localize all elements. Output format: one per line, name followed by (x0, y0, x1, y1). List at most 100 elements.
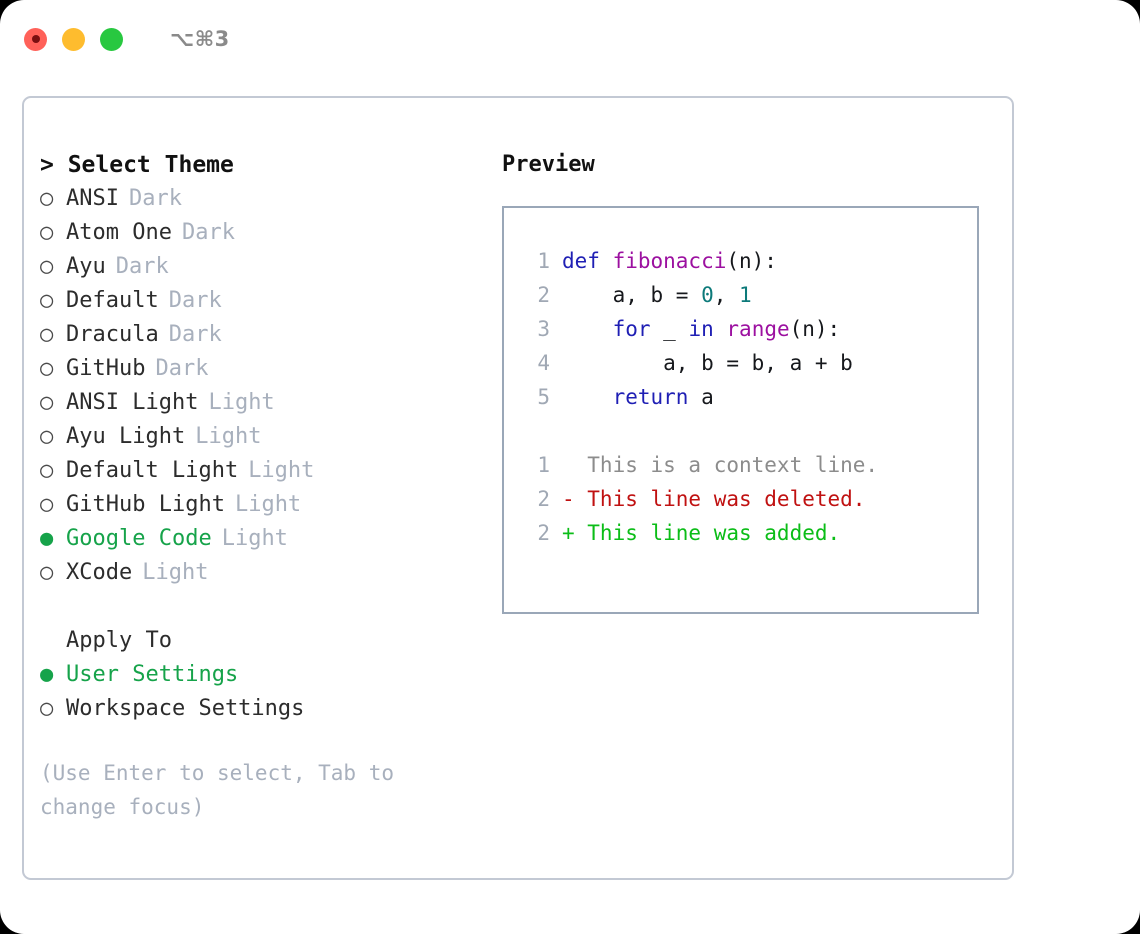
diff-line-number: 1 (537, 453, 550, 477)
code-token: range (726, 317, 790, 341)
code-line-number: 1 (537, 249, 550, 273)
apply-to-option-user-settings[interactable]: ●User Settings (40, 658, 502, 692)
code-line-number: 2 (537, 283, 550, 307)
radio-unselected-icon: ○ (40, 560, 54, 585)
code-line-text: return a (562, 380, 714, 414)
diff-block: 1 This is a context line. 2 - This line wa… (522, 448, 977, 550)
theme-option-tag: Light (248, 458, 315, 483)
code-token: 1 (739, 283, 752, 307)
keyboard-hint: (Use Enter to select, Tab to change focu… (40, 761, 407, 819)
code-line-text: a, b = 0, 1 (562, 278, 752, 312)
theme-option-tag: Dark (155, 356, 209, 381)
code-line-number: 4 (537, 351, 550, 375)
code-line-text: def fibonacci(n): (562, 244, 777, 278)
theme-option-label: Ayu (66, 254, 106, 279)
theme-option-label: GitHub (66, 356, 146, 381)
code-token: def (562, 249, 613, 273)
code-token: , (713, 283, 740, 307)
radio-unselected-icon: ○ (40, 322, 54, 347)
hint-gap (40, 726, 502, 756)
code-line-text: for _ in range(n): (562, 312, 841, 346)
theme-picker-heading: > Select Theme (40, 152, 234, 178)
code-line: 1 def fibonacci(n): (522, 244, 977, 278)
code-token: _ (650, 317, 689, 341)
diff-line-number: 2 (537, 521, 550, 545)
theme-option-tag: Dark (168, 322, 222, 347)
theme-option-ansi[interactable]: ○ ANSI Dark (40, 182, 502, 216)
diff-line: 1 This is a context line. (522, 448, 977, 482)
theme-option-label: ANSI (66, 186, 119, 211)
apply-to-option-label: Workspace Settings (66, 696, 305, 721)
theme-option-tag: Dark (181, 220, 235, 245)
diff-line: 2+ This line was added. (522, 516, 977, 550)
code-token: a, b = b, a + b (562, 351, 853, 375)
theme-option-tag: Dark (128, 186, 182, 211)
code-token: in (688, 317, 714, 341)
code-line-text: a, b = b, a + b (562, 346, 853, 380)
theme-option-xcode[interactable]: ○ XCode Light (40, 556, 502, 590)
code-token: 0 (701, 283, 714, 307)
radio-unselected-icon: ○ (40, 186, 54, 211)
diff-line-text: - This line was deleted. (562, 487, 866, 511)
code-line: 2 a, b = 0, 1 (522, 278, 977, 312)
radio-unselected-icon: ○ (40, 492, 54, 517)
theme-option-label: Dracula (66, 322, 159, 347)
theme-option-tag: Light (208, 390, 275, 415)
theme-option-dracula[interactable]: ○ Dracula Dark (40, 318, 502, 352)
code-diff-gap (522, 414, 977, 448)
code-line-number: 5 (537, 385, 550, 409)
theme-option-label: Atom One (66, 220, 172, 245)
theme-option-tag: Light (142, 560, 209, 585)
theme-option-label: Default (66, 288, 159, 313)
section-gap (40, 590, 502, 624)
code-token: for (612, 317, 651, 341)
radio-selected-icon: ● (40, 526, 54, 551)
apply-to-heading: Apply To (66, 628, 172, 653)
theme-option-label: XCode (66, 560, 133, 585)
code-line: 5 return a (522, 380, 977, 414)
close-button[interactable] (24, 27, 47, 51)
radio-unselected-icon: ○ (40, 288, 54, 313)
minimize-button[interactable] (62, 27, 85, 51)
theme-option-label: Google Code (66, 526, 212, 551)
code-line-number: 3 (537, 317, 550, 341)
traffic-lights (24, 27, 123, 51)
apply-to-option-label: User Settings (66, 662, 239, 687)
theme-option-default[interactable]: ○ Default Dark (40, 284, 502, 318)
code-line: 3 for _ in range(n): (522, 312, 977, 346)
radio-unselected-icon: ○ (40, 424, 54, 449)
radio-unselected-icon: ○ (40, 220, 54, 245)
code-token (714, 317, 727, 341)
preview-title: Preview (502, 152, 595, 177)
code-token: (n): (726, 249, 777, 273)
code-token: (n): (789, 317, 841, 341)
radio-unselected-icon: ○ (40, 254, 54, 279)
theme-option-label: GitHub Light (66, 492, 225, 517)
diff-line-number: 2 (537, 487, 550, 511)
theme-option-label: Default Light (66, 458, 239, 483)
theme-option-tag: Dark (168, 288, 222, 313)
theme-option-atom-one[interactable]: ○ Atom One Dark (40, 216, 502, 250)
apply-to-option-workspace-settings[interactable]: ○ Workspace Settings (40, 692, 502, 726)
code-line: 4 a, b = b, a + b (522, 346, 977, 380)
theme-option-label: Ayu Light (66, 424, 186, 449)
code-token (562, 317, 613, 341)
radio-unselected-icon: ○ (40, 696, 54, 721)
code-token: fibonacci (612, 249, 727, 273)
shortcut-label: ⌥⌘3 (170, 26, 230, 51)
maximize-button[interactable] (100, 27, 123, 51)
